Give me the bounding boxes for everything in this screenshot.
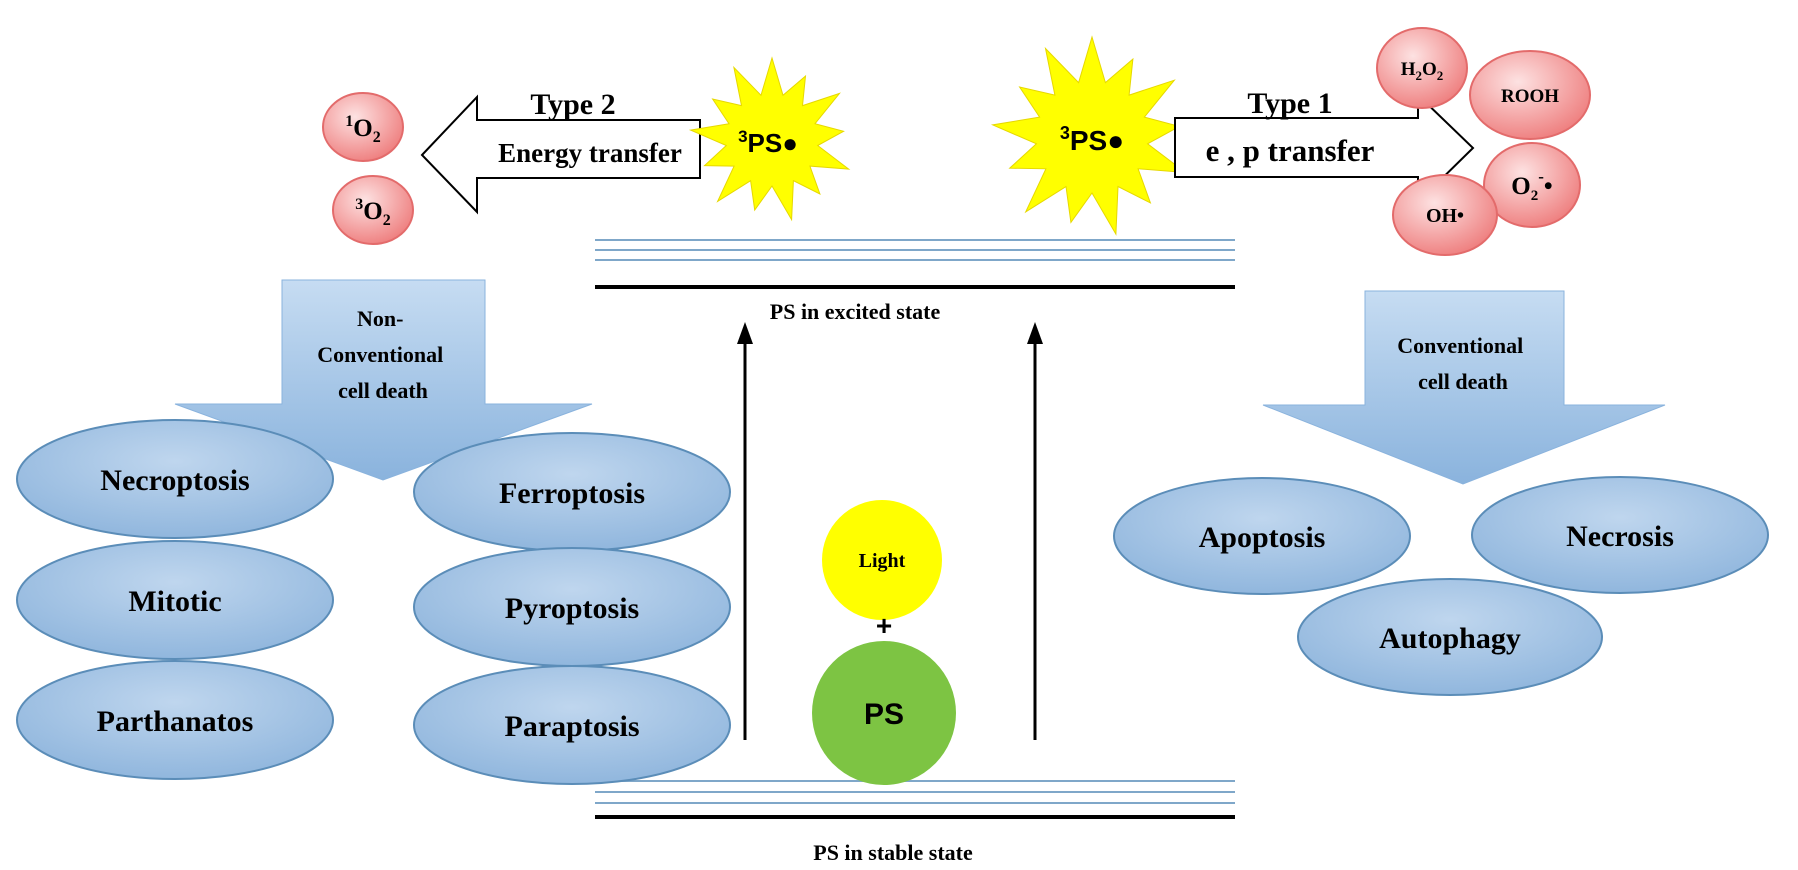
hydroxyl-bubble: OH• bbox=[1392, 174, 1498, 256]
triplet-oxygen-base: O bbox=[363, 198, 382, 225]
hydroxyl-label: OH• bbox=[1426, 205, 1464, 227]
type2-arrow bbox=[420, 94, 701, 215]
mitotic-label: Mitotic bbox=[128, 585, 221, 618]
svg-text:3O2: 3O2 bbox=[355, 196, 390, 229]
svg-text:3PS●: 3PS● bbox=[1060, 123, 1124, 156]
light-circle: Light bbox=[822, 500, 942, 620]
excited-ps-right-sup: 3 bbox=[1060, 123, 1070, 143]
apoptosis-label: Apoptosis bbox=[1199, 521, 1326, 554]
autophagy-label: Autophagy bbox=[1379, 622, 1521, 655]
light-label: Light bbox=[859, 550, 906, 572]
excited-ps-left-label: PS bbox=[748, 128, 783, 158]
excited-ps-left-dot: ● bbox=[782, 128, 798, 158]
necrosis-label: Necrosis bbox=[1566, 520, 1674, 553]
ferroptosis-ellipse: Ferroptosis bbox=[413, 432, 731, 552]
non-conventional-line1: Non- bbox=[357, 306, 403, 331]
type1-subtitle: e , p transfer bbox=[1206, 133, 1375, 168]
conventional-down-arrow bbox=[1262, 290, 1666, 485]
apoptosis-ellipse: Apoptosis bbox=[1113, 477, 1411, 595]
triplet-oxygen-pre: 3 bbox=[355, 196, 363, 213]
excitation-arrow-left bbox=[737, 322, 753, 740]
ferroptosis-label: Ferroptosis bbox=[499, 477, 645, 510]
svg-text:Non- Conventional cell: Non- Conventional cell death bbox=[317, 306, 448, 403]
ps-label: PS bbox=[864, 698, 904, 731]
singlet-oxygen-base: O bbox=[353, 115, 372, 142]
svg-text:H2O2: H2O2 bbox=[1401, 59, 1444, 83]
h2o2-sub1: 2 bbox=[1416, 68, 1423, 83]
svg-text:O2-•: O2 -• bbox=[1511, 167, 1552, 204]
mitotic-ellipse: Mitotic bbox=[16, 540, 334, 660]
excited-state-label: PS in excited state bbox=[770, 299, 941, 324]
superoxide-base: O bbox=[1511, 173, 1530, 200]
superoxide-bubble: O2 -• bbox=[1483, 142, 1581, 228]
hydrogen-peroxide-bubble: H2O2 bbox=[1376, 27, 1468, 109]
svg-text:3PS●: 3PS● bbox=[738, 127, 798, 158]
ps-circle: PS bbox=[812, 641, 956, 785]
excited-ps-left-sup: 3 bbox=[738, 127, 747, 146]
triplet-oxygen-bubble: 3O2 bbox=[332, 175, 414, 245]
superoxide-sup: - bbox=[1538, 167, 1544, 186]
parthanatos-label: Parthanatos bbox=[97, 705, 254, 738]
superoxide-sub: 2 bbox=[1531, 188, 1539, 204]
triplet-oxygen-sub: 2 bbox=[383, 212, 391, 229]
type1-title: Type 1 bbox=[1247, 87, 1332, 120]
svg-text:Conventional cell death: Conventional cell death bbox=[1397, 333, 1528, 394]
type2-title: Type 2 bbox=[530, 88, 615, 121]
parthanatos-ellipse: Parthanatos bbox=[16, 660, 334, 780]
h2o2-o: O bbox=[1422, 59, 1437, 80]
stable-state-label: PS in stable state bbox=[813, 840, 973, 865]
rooh-label: ROOH bbox=[1501, 86, 1559, 107]
pyroptosis-label: Pyroptosis bbox=[505, 592, 639, 625]
conventional-line1: Conventional bbox=[1397, 333, 1523, 358]
stable-state-level bbox=[595, 780, 1235, 819]
singlet-oxygen-sub: 2 bbox=[373, 129, 381, 146]
necroptosis-label: Necroptosis bbox=[100, 464, 249, 497]
type2-subtitle: Energy transfer bbox=[498, 138, 682, 168]
paraptosis-label: Paraptosis bbox=[505, 710, 640, 743]
excited-ps-star-right: 3PS● bbox=[990, 35, 1188, 236]
rooh-bubble: ROOH bbox=[1469, 50, 1591, 140]
excited-ps-right-dot: ● bbox=[1107, 125, 1124, 156]
h2o2-sub2: 2 bbox=[1437, 68, 1444, 83]
excited-ps-star-left: 3PS● bbox=[688, 56, 851, 222]
superoxide-dot: • bbox=[1544, 173, 1553, 200]
singlet-oxygen-bubble: 1O2 bbox=[322, 92, 404, 162]
necroptosis-ellipse: Necroptosis bbox=[16, 419, 334, 539]
non-conventional-line2: Conventional bbox=[317, 342, 443, 367]
excited-ps-right-label: PS bbox=[1070, 125, 1107, 156]
conventional-line2: cell death bbox=[1418, 369, 1508, 394]
h2o2-h: H bbox=[1401, 59, 1416, 80]
svg-text:1O2: 1O2 bbox=[345, 113, 380, 146]
necrosis-ellipse: Necrosis bbox=[1471, 476, 1769, 594]
excited-state-level bbox=[595, 239, 1235, 289]
excitation-arrow-right bbox=[1027, 322, 1043, 740]
singlet-oxygen-pre: 1 bbox=[345, 113, 353, 130]
pyroptosis-ellipse: Pyroptosis bbox=[413, 547, 731, 667]
autophagy-ellipse: Autophagy bbox=[1297, 578, 1603, 696]
paraptosis-ellipse: Paraptosis bbox=[413, 665, 731, 785]
plus-sign: + bbox=[876, 610, 892, 641]
non-conventional-line3: cell death bbox=[338, 378, 428, 403]
